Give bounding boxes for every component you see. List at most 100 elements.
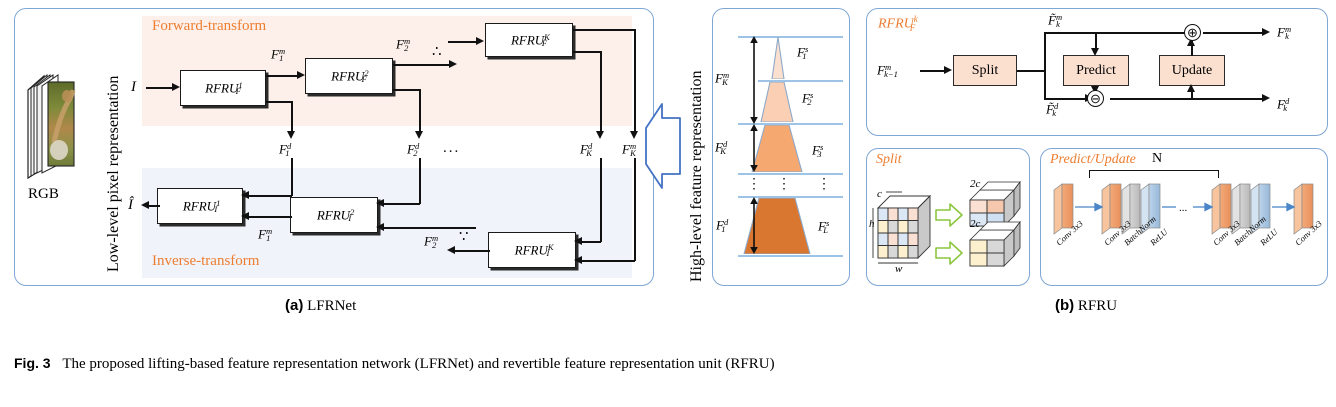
line-into-fK xyxy=(448,41,478,43)
pyramid-rule-0 xyxy=(738,36,843,38)
split-dim-h: h xyxy=(869,218,875,230)
split-out-top-label: 2c xyxy=(970,178,981,190)
rgb-image-stack xyxy=(24,72,94,187)
line-rfru-in xyxy=(920,70,946,72)
line-fKm-v xyxy=(634,29,636,133)
arrow-out-fm xyxy=(1262,28,1270,36)
minus-operator: ⊖ xyxy=(1087,90,1104,107)
pyramid-shape-4 xyxy=(740,197,814,259)
label-f2m-inverse: Fm2 xyxy=(424,233,439,250)
label-f2m-forward: Fm2 xyxy=(396,36,411,53)
rfru-inverse-1[interactable]: RFRU1I xyxy=(157,188,243,224)
line-f2d-v xyxy=(419,89,421,133)
rfru-inverse-K[interactable]: RFRUKI xyxy=(488,232,576,268)
pyramid-label-F1s: Fs1 xyxy=(797,44,809,61)
arrow-input-head xyxy=(172,83,180,91)
arrow-f2m-head xyxy=(449,60,457,68)
arrow-fKd-head xyxy=(596,131,604,139)
figure-caption: Fig. 3 The proposed lifting-based featur… xyxy=(14,355,1324,373)
rgb-label: RGB xyxy=(28,186,59,202)
line-f2m-inv-h xyxy=(384,227,476,229)
rfru-forward-1[interactable]: RFRU1F xyxy=(180,70,266,106)
low-level-axis-label: Low-level pixel representation xyxy=(105,75,122,272)
arrow-fKm-to-invK xyxy=(574,256,582,264)
repeat-brace xyxy=(1089,170,1219,178)
split-dim-w: w xyxy=(895,263,903,275)
line-f1d-to-inv xyxy=(291,158,293,196)
subcaption-a: (a) LFRNet xyxy=(285,297,357,314)
line-to-predict xyxy=(1095,32,1097,51)
pyramid-vdots-1: ⋮ xyxy=(747,177,761,192)
rail-top xyxy=(1044,32,1187,34)
line-fKd-v xyxy=(600,51,602,133)
panel-predict-title: Predict/Update xyxy=(1050,152,1136,167)
line-f1d-h xyxy=(266,101,292,103)
rfru-inverse-2[interactable]: RFRU2I xyxy=(290,197,378,233)
therefore-dots-inverse: ∴ xyxy=(459,227,469,243)
line-invK-out2 xyxy=(455,250,490,252)
update-block[interactable]: Update xyxy=(1159,55,1225,86)
rfru-forward-K[interactable]: RFRUKF xyxy=(485,23,573,57)
line-fKm-h xyxy=(573,29,636,31)
split-block[interactable]: Split xyxy=(953,55,1017,86)
rfru-forward-2[interactable]: RFRU2F xyxy=(305,58,393,94)
pyramid-label-FLs: FsL xyxy=(818,218,830,235)
arrow-f2d-to-inv xyxy=(376,199,384,207)
predict-block[interactable]: Predict xyxy=(1063,55,1129,86)
arrow-rfru-in xyxy=(944,66,952,74)
line-fKm-to-invK-h xyxy=(582,260,635,262)
arrow-invK-out xyxy=(447,246,455,254)
line-f1d-v xyxy=(291,101,293,133)
pyramid-rule-4 xyxy=(738,196,843,198)
repeat-count-N: N xyxy=(1152,151,1163,166)
label-fKm: FmK xyxy=(622,141,637,158)
label-f1m-inverse: Fm1 xyxy=(258,226,273,243)
therefore-dots-forward: ∴ xyxy=(432,44,442,60)
line-fKm-to-invK xyxy=(634,158,636,261)
arrow-f1-f2 xyxy=(297,71,305,79)
line-out-ihat xyxy=(148,205,160,207)
label-tilde-fm: F̃mk xyxy=(1048,12,1063,29)
output-fd-label: Fdk xyxy=(1277,96,1290,113)
line-f2d-to-inv-h xyxy=(384,203,420,205)
arrow-f1d-head xyxy=(287,131,295,139)
zone-forward-label: Forward-transform xyxy=(152,18,267,34)
pyramid-vdots-3: ⋮ xyxy=(817,177,831,192)
conv-stack-diagram: ... xyxy=(1046,176,1324,249)
line-update-to-plus xyxy=(1191,41,1193,56)
pyramid-shape-2 xyxy=(756,81,798,127)
arrow-fKd-to-invK xyxy=(574,237,582,245)
arrow-inv2-inv1 xyxy=(241,212,249,220)
subcaption-b: (b) RFRU xyxy=(1055,297,1118,314)
rail-bottom-out xyxy=(1110,98,1265,100)
bus-vertical xyxy=(1044,32,1046,98)
pyramid-shape-1 xyxy=(763,36,793,84)
split-diagram xyxy=(868,168,1028,291)
pyramid-band-arrow-F1d xyxy=(749,197,759,259)
panel-rfru-title: RFRUkF xyxy=(878,14,918,34)
pyramid-shape-3 xyxy=(748,124,806,177)
arrow-to-update xyxy=(1187,84,1195,92)
line-f2m-h xyxy=(393,64,451,66)
line-to-update xyxy=(1191,90,1193,98)
line-f2d-h xyxy=(393,89,420,91)
label-tilde-fd: F̃dk xyxy=(1046,101,1059,118)
line-f1-f2 xyxy=(266,75,299,77)
line-fKd-to-invK-h xyxy=(582,241,601,243)
panel-predict-update xyxy=(1040,148,1328,286)
pyramid-rule-3 xyxy=(738,173,843,175)
output-fm-label: Fmk xyxy=(1277,24,1292,41)
block-arrow-to-features xyxy=(640,100,686,197)
pyramid-rule-5 xyxy=(738,255,843,257)
label-f1d: Fd1 xyxy=(279,141,292,158)
line-split-out xyxy=(1017,70,1045,72)
line-f2d-to-inv xyxy=(419,158,421,204)
panel-split-title: Split xyxy=(876,152,902,167)
arrow-to-predict xyxy=(1091,48,1099,56)
pyramid-label-FKm: FmK xyxy=(715,70,730,87)
svg-text:...: ... xyxy=(1179,202,1188,214)
arrow-f2d-head xyxy=(415,131,423,139)
arrow-input-line xyxy=(146,87,174,89)
figure-caption-text: The proposed lifting-based feature repre… xyxy=(62,356,775,372)
ellipsis-forward-mid: ... xyxy=(443,140,461,156)
